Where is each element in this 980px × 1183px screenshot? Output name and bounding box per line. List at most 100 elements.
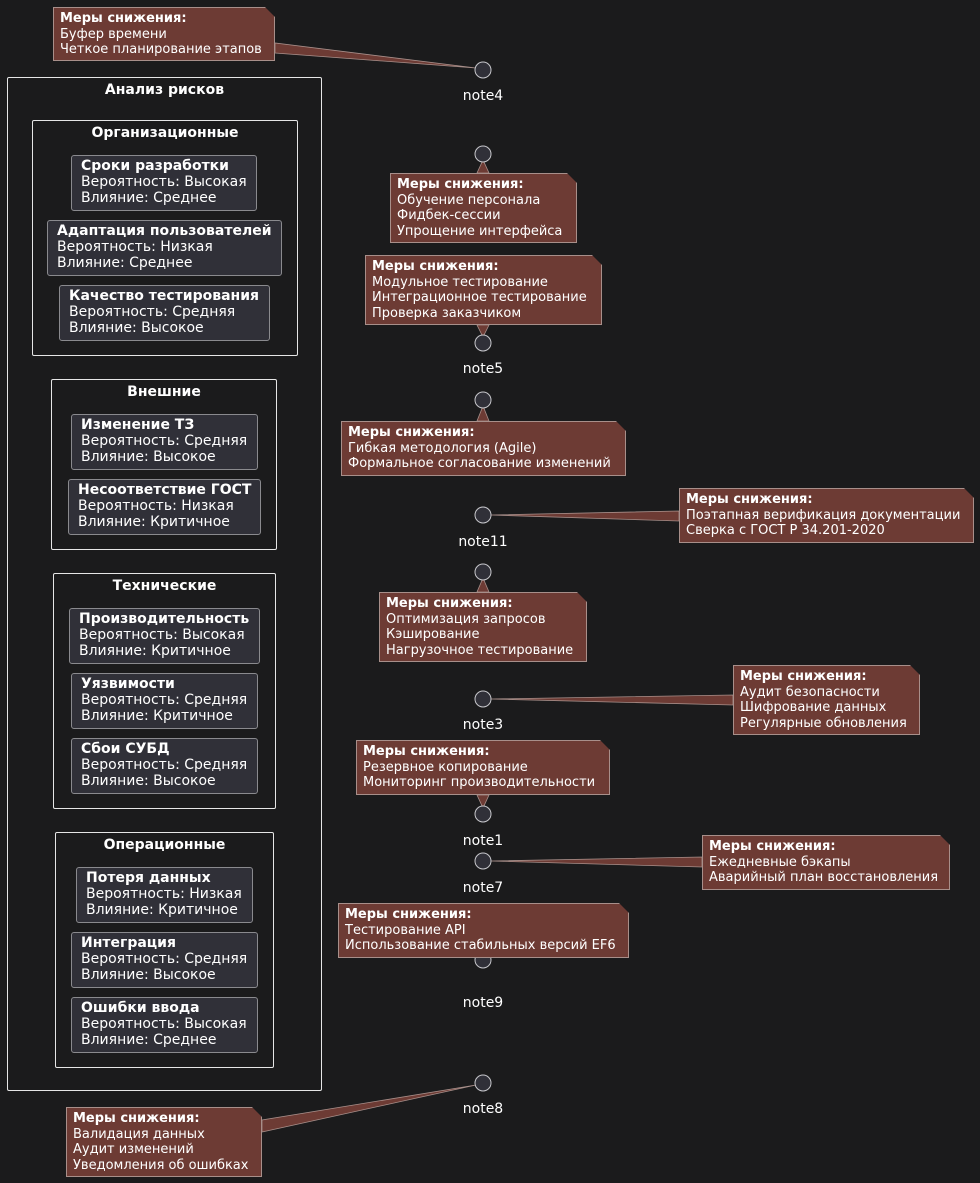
note-line: Использование стабильных версий EF6 (345, 938, 616, 953)
note-fold-icon (577, 592, 587, 602)
note-title: Меры снижения: (686, 492, 813, 507)
note-fold-icon (910, 665, 920, 675)
risk-card: Интеграция Вероятность: Средняя Влияние:… (71, 932, 258, 988)
risk-impact: Влияние: Критичное (86, 902, 238, 918)
note-line: Фидбек-сессии (397, 208, 501, 223)
risk-name: Потеря данных (86, 870, 211, 886)
category-title: Организационные (91, 125, 239, 141)
risk-impact: Влияние: Среднее (81, 190, 217, 206)
note-line: Регулярные обновления (740, 715, 907, 731)
mitigation-note: Меры снижения: Гибкая методология (Agile… (341, 421, 626, 476)
note-fold-icon (940, 835, 950, 845)
risk-impact: Влияние: Критичное (79, 643, 231, 659)
risk-name: Сбои СУБД (81, 741, 170, 757)
interface-label: note3 (462, 717, 504, 733)
risk-card: Сбои СУБД Вероятность: Средняя Влияние: … (71, 738, 258, 794)
note-line: Оптимизация запросов (386, 611, 546, 627)
note-line: Формальное согласование изменений (348, 456, 611, 471)
note-fold-icon (616, 421, 626, 431)
note-line: Кэширование (386, 627, 480, 642)
note-line: Проверка заказчиком (372, 305, 522, 321)
note-line: Резервное копирование (363, 759, 528, 775)
mitigation-note: Меры снижения: Резервное копирование Мон… (356, 740, 610, 795)
note-line: Модульное тестирование (372, 274, 548, 290)
risk-impact: Влияние: Критичное (81, 708, 233, 724)
risk-card: Производительность Вероятность: Высокая … (69, 608, 260, 664)
risk-name: Уязвимости (81, 676, 175, 692)
interface-label: note9 (462, 995, 504, 1011)
note-title: Меры снижения: (60, 11, 187, 26)
risk-probability: Вероятность: Средняя (81, 433, 248, 449)
note-line: Аварийный план восстановления (709, 870, 939, 885)
note-connector (476, 794, 490, 809)
risk-card: Сроки разработки Вероятность: Высокая Вл… (71, 155, 257, 211)
risk-card: Изменение ТЗ Вероятность: Средняя Влияни… (71, 414, 258, 470)
note-line: Интеграционное тестирование (372, 290, 587, 305)
note-fold-icon (964, 488, 974, 498)
interface-label: note4 (462, 88, 504, 104)
note-line: Аудит безопасности (740, 684, 880, 700)
risk-card: Качество тестирования Вероятность: Средн… (59, 285, 270, 341)
mitigation-note: Меры снижения: Оптимизация запросов Кэши… (379, 592, 587, 662)
note-connector (476, 324, 490, 338)
note-title: Меры снижения: (386, 596, 513, 611)
interface-label: note1 (462, 833, 504, 849)
note-line: Гибкая методология (Agile) (348, 440, 537, 456)
mitigation-note: Меры снижения: Буфер времени Четкое план… (53, 7, 275, 61)
interface-circle-icon (474, 391, 492, 409)
note-fold-icon (600, 740, 610, 750)
note-line: Нагрузочное тестирование (386, 642, 574, 658)
risk-probability: Вероятность: Высокая (81, 1016, 247, 1032)
risk-probability: Вероятность: Низкая (78, 498, 234, 514)
risk-name: Сроки разработки (81, 158, 229, 174)
note-title: Меры снижения: (740, 669, 867, 684)
note-line: Тестирование API (345, 922, 466, 938)
risk-impact: Влияние: Высокое (81, 773, 216, 789)
note-connector (274, 42, 477, 69)
interface-circle-icon (474, 1074, 492, 1092)
risk-impact: Влияние: Высокое (81, 967, 216, 983)
risk-probability: Вероятность: Низкая (57, 239, 213, 255)
category-external: Внешние (51, 379, 277, 550)
risk-name: Интеграция (81, 935, 176, 951)
mitigation-note: Меры снижения: Ежедневные бэкапы Аварийн… (702, 835, 950, 890)
interface-label: note8 (462, 1101, 504, 1117)
category-title: Операционные (103, 837, 226, 853)
note-connector (490, 856, 703, 868)
category-technical: Технические (53, 573, 276, 809)
risk-card: Ошибки ввода Вероятность: Высокая Влияни… (71, 997, 258, 1053)
note-connector (490, 694, 734, 706)
note-fold-icon (567, 173, 577, 183)
risk-card: Уязвимости Вероятность: Средняя Влияние:… (71, 673, 258, 729)
note-title: Меры снижения: (73, 1111, 200, 1126)
mitigation-note: Меры снижения: Поэтапная верификация док… (679, 488, 974, 543)
risk-name: Производительность (79, 611, 250, 627)
note-fold-icon (619, 903, 629, 913)
category-organizational: Организационные (32, 120, 298, 356)
risk-probability: Вероятность: Высокая (79, 627, 245, 643)
interface-circle-icon (474, 852, 492, 870)
interface-circle-icon (474, 61, 492, 79)
category-operational: Операционные (55, 832, 274, 1068)
risk-name: Качество тестирования (69, 288, 260, 304)
risk-impact: Влияние: Высокое (81, 449, 216, 465)
risk-name: Изменение ТЗ (81, 417, 195, 433)
note-fold-icon (252, 1107, 262, 1117)
interface-circle-icon (474, 506, 492, 524)
interface-circle-icon (474, 334, 492, 352)
note-line: Шифрование данных (740, 700, 887, 715)
risk-probability: Вероятность: Средняя (81, 951, 248, 967)
note-line: Аудит изменений (73, 1142, 194, 1157)
note-title: Меры снижения: (348, 425, 475, 440)
note-fold-icon (265, 7, 275, 17)
mitigation-note: Меры снижения: Обучение персонала Фидбек… (390, 173, 577, 243)
interface-label: note5 (462, 361, 504, 377)
mitigation-note: Меры снижения: Тестирование API Использо… (338, 903, 629, 958)
note-connector (261, 1084, 477, 1133)
note-title: Меры снижения: (372, 259, 499, 274)
note-line: Четкое планирование этапов (60, 42, 262, 57)
category-title: Внешние (127, 384, 201, 400)
risk-impact: Влияние: Среднее (57, 255, 193, 271)
risk-name: Ошибки ввода (81, 1000, 200, 1016)
note-line: Мониторинг производительности (363, 775, 596, 790)
